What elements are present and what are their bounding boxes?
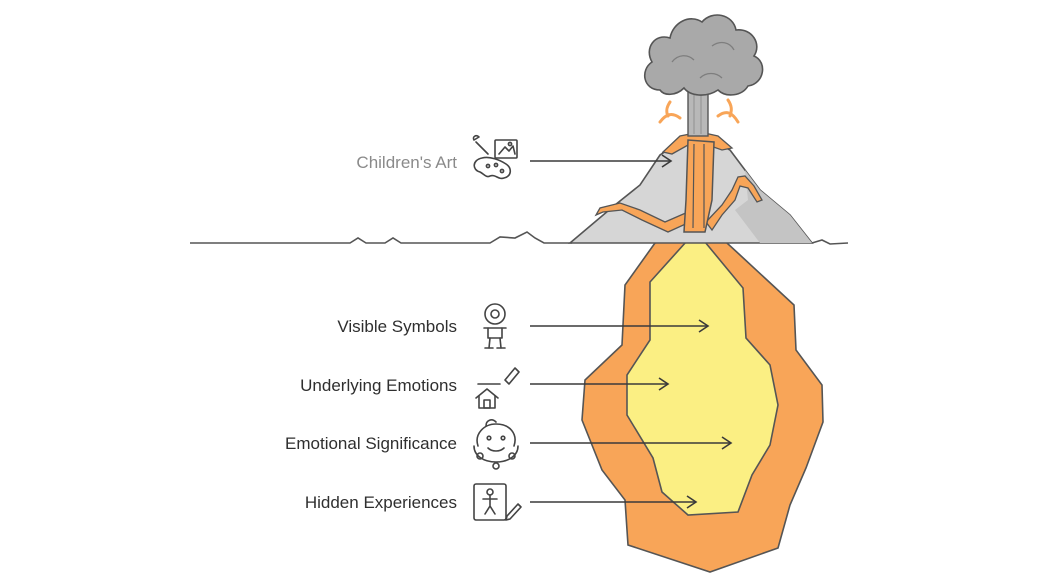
arrow-childrens-art <box>530 154 673 168</box>
label-emotional-significance: Emotional Significance <box>285 434 457 453</box>
label-visible-symbols: Visible Symbols <box>337 317 457 336</box>
lava-drip-left <box>594 202 691 233</box>
stick-figure-drawing-icon <box>473 483 522 521</box>
lava-drip-right <box>705 175 763 232</box>
label-underlying-emotions: Underlying Emotions <box>300 376 457 395</box>
child-figure-icon <box>483 303 507 349</box>
arrow-hidden-experiences <box>530 495 698 509</box>
house-drawing-icon <box>475 367 520 409</box>
arrow-emotional-significance <box>530 436 733 450</box>
inner-magma <box>626 241 779 516</box>
emotional-face-icon <box>473 419 519 470</box>
arrow-underlying-emotions <box>530 377 670 391</box>
label-hidden-experiences: Hidden Experiences <box>305 493 457 512</box>
spark-right <box>716 111 740 124</box>
spark-left <box>658 113 682 124</box>
arrow-visible-symbols <box>530 319 710 333</box>
label-childrens-art: Children's Art <box>356 153 457 172</box>
smoke-cloud <box>643 14 764 96</box>
vent-channel <box>683 139 715 233</box>
art-palette-icon <box>472 134 518 180</box>
ground-line <box>190 231 849 245</box>
